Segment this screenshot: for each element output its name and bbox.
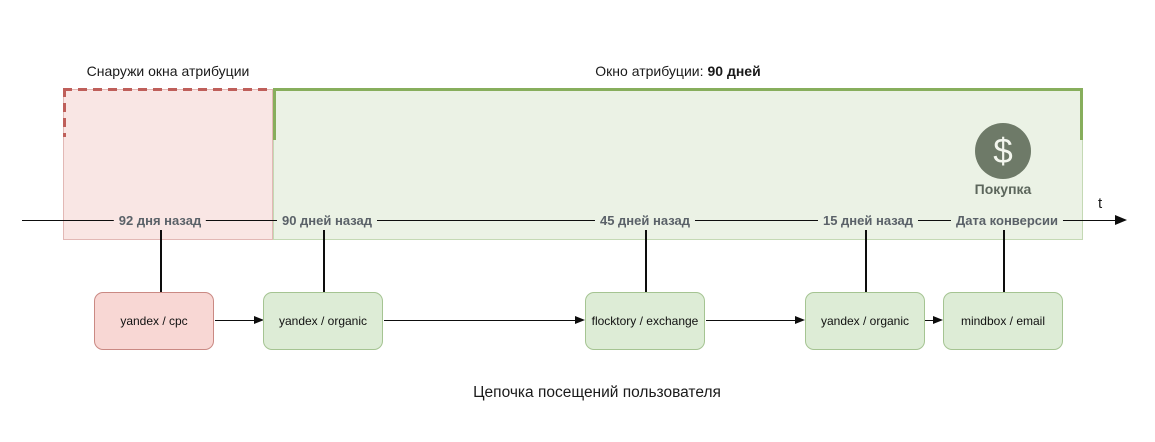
outside-region-title: Снаружи окна атрибуции bbox=[86, 63, 250, 79]
connector-tick-to-node bbox=[1003, 230, 1005, 292]
connector-tick-to-node bbox=[323, 230, 325, 292]
tick-92-days-ago: 92 дня назад bbox=[113, 212, 207, 229]
attribution-window-bracket bbox=[273, 88, 1083, 140]
connector-tick-to-node bbox=[645, 230, 647, 292]
tick-15-days-ago: 15 дней назад bbox=[817, 212, 919, 229]
attribution-window-title-value: 90 дней bbox=[707, 63, 761, 79]
outside-region-dashed-bracket-top bbox=[63, 88, 274, 91]
visit-node-flocktory-exchange: flocktory / exchange bbox=[585, 292, 705, 350]
chain-arrow bbox=[924, 316, 943, 324]
attribution-window-title: Окно атрибуции:90 дней bbox=[273, 63, 1083, 79]
chain-arrow bbox=[384, 316, 585, 324]
visit-chain-caption: Цепочка посещений пользователя bbox=[473, 384, 721, 401]
purchase-dollar-icon: $ bbox=[975, 123, 1031, 179]
visit-node-yandex-cpc: yandex / cpc bbox=[94, 292, 214, 350]
dollar-glyph: $ bbox=[993, 131, 1013, 171]
visit-node-yandex-organic-1: yandex / organic bbox=[263, 292, 383, 350]
purchase-label: Покупка bbox=[974, 181, 1032, 197]
connector-tick-to-node bbox=[160, 230, 162, 292]
tick-45-days-ago: 45 дней назад bbox=[594, 212, 696, 229]
visit-node-mindbox-email: mindbox / email bbox=[943, 292, 1063, 350]
chain-arrow bbox=[215, 316, 264, 324]
connector-tick-to-node bbox=[865, 230, 867, 292]
visit-node-yandex-organic-2: yandex / organic bbox=[805, 292, 925, 350]
chain-arrow bbox=[706, 316, 805, 324]
attribution-window-title-prefix: Окно атрибуции: bbox=[595, 63, 704, 79]
tick-90-days-ago: 90 дней назад bbox=[276, 212, 378, 229]
timeline-axis bbox=[22, 215, 1127, 225]
tick-conversion-date: Дата конверсии bbox=[950, 212, 1064, 229]
outside-region-dashed-bracket-side bbox=[63, 88, 66, 137]
time-axis-label: t bbox=[1098, 195, 1103, 212]
